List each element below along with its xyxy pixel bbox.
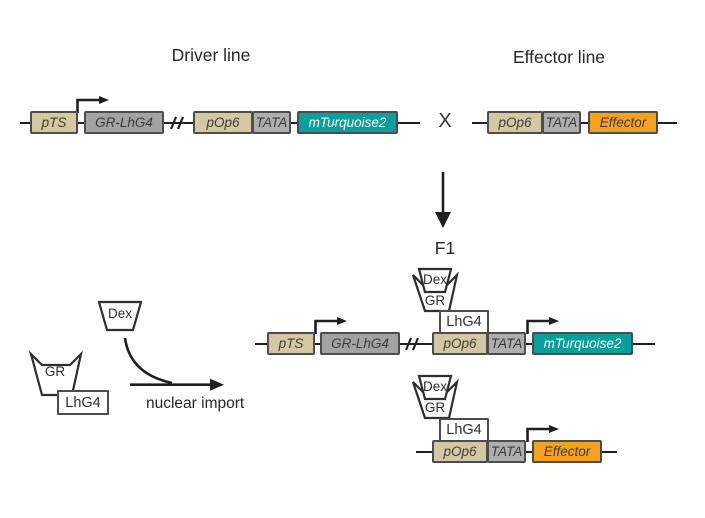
tata-box: TATA	[542, 111, 581, 134]
gr-receptor-icon	[28, 350, 83, 397]
cross-down-arrow-icon	[435, 172, 451, 228]
nuclear-import-label: nuclear import	[146, 395, 245, 412]
gr-label: GR	[424, 293, 446, 308]
sequence-break-icon	[169, 116, 185, 130]
dex-label: Dex	[422, 272, 447, 287]
transcription-start-arrow-icon	[526, 425, 559, 442]
dex-label: Dex	[422, 379, 447, 394]
gr-lhg4-box: GR-LhG4	[320, 332, 400, 355]
pop6-box: pOp6	[193, 111, 253, 134]
sequence-break-icon	[404, 337, 420, 351]
gr-label: GR	[424, 400, 446, 415]
effector-box: Effector	[588, 111, 658, 134]
f1-label: F1	[434, 238, 456, 258]
lhg4-box: LhG4	[439, 418, 489, 442]
pop6-box: pOp6	[432, 440, 488, 463]
nuclear-import-arrow-icon	[123, 337, 224, 391]
pts-box: pTS	[267, 332, 315, 355]
tata-box: TATA	[487, 440, 526, 463]
pop6-box: pOp6	[487, 111, 543, 134]
tata-box: TATA	[487, 332, 526, 355]
lhg4-box: LhG4	[57, 390, 109, 415]
effector-box: Effector	[532, 440, 602, 463]
transcription-start-arrow-icon	[76, 96, 109, 113]
lhg4-box: LhG4	[439, 310, 489, 334]
transcription-start-arrow-icon	[314, 317, 347, 334]
effector-line-title: Effector line	[512, 47, 606, 67]
mturquoise2-box: mTurquoise2	[532, 332, 633, 355]
driver-line-title: Driver line	[171, 45, 251, 65]
pop6-box: pOp6	[432, 332, 488, 355]
dex-ligand-icon	[97, 300, 143, 332]
tata-box: TATA	[252, 111, 291, 134]
transcription-start-arrow-icon	[526, 317, 559, 334]
dex-gr-complex-icon	[411, 267, 459, 313]
gr-label: GR	[44, 364, 66, 379]
gr-lhg4-box: GR-LhG4	[84, 111, 164, 134]
mturquoise2-box: mTurquoise2	[297, 111, 398, 134]
cross-symbol: X	[438, 110, 452, 132]
dex-gr-complex-icon	[411, 374, 459, 420]
dex-label: Dex	[107, 306, 132, 321]
pts-box: pTS	[30, 111, 78, 134]
